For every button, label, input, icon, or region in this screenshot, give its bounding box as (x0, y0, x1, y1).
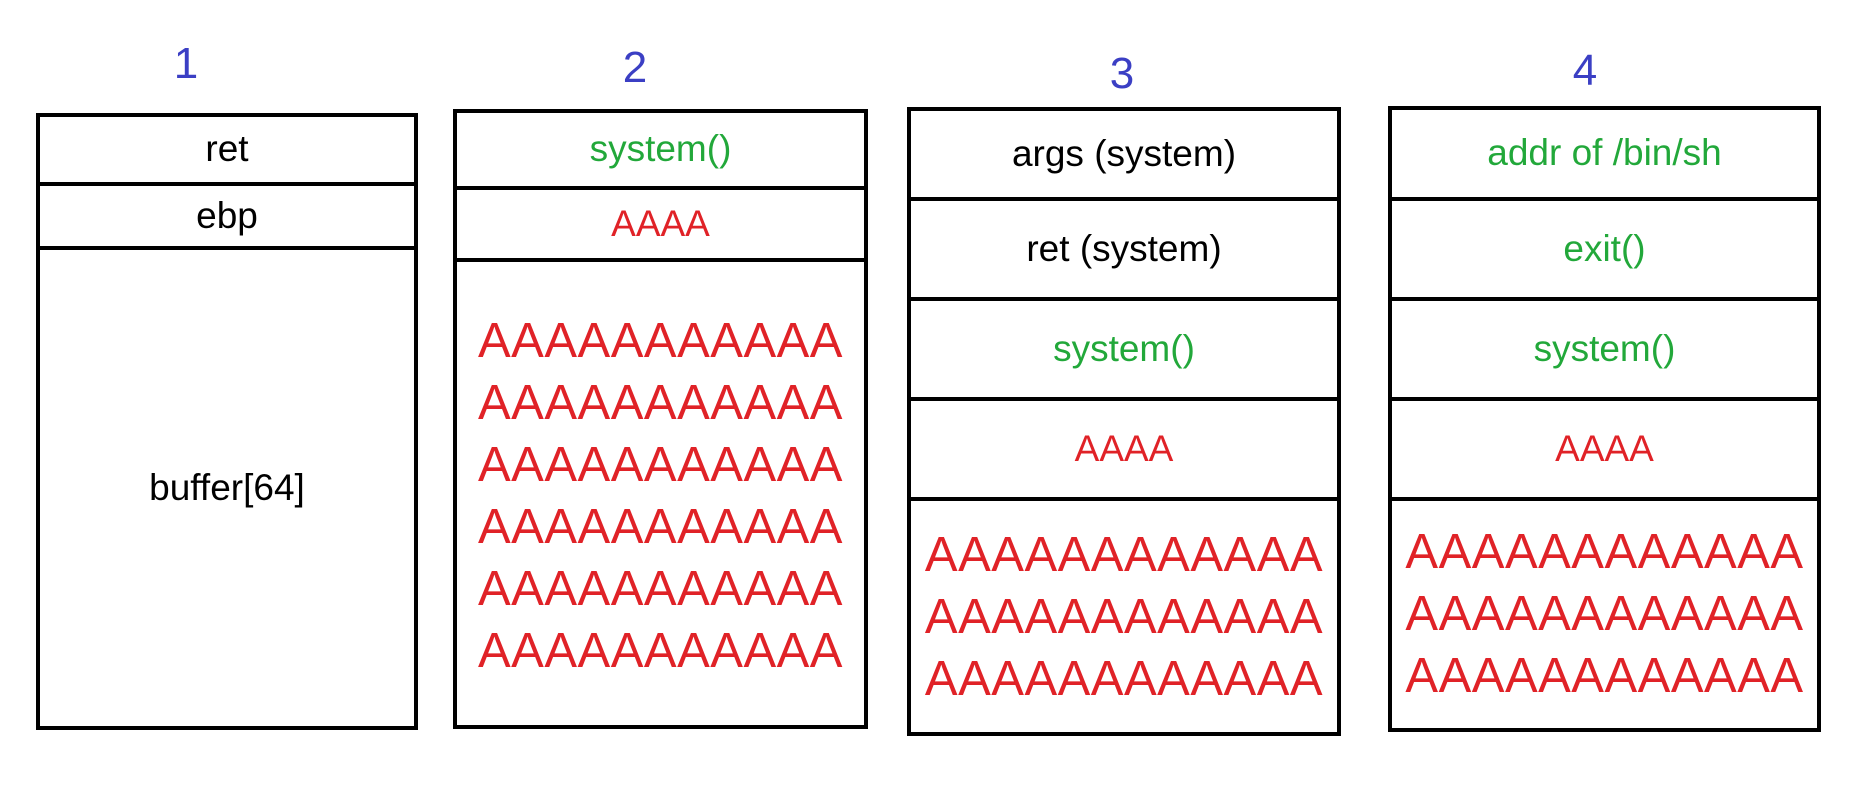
fill-line: AAAAAAAAAAA (477, 500, 843, 554)
stack-cell-saved-ebp-overwrite: AAAA (911, 401, 1337, 501)
cell-label: buffer[64] (149, 466, 305, 508)
stack-cell-buffer-overflow: AAAAAAAAAAA AAAAAAAAAAA AAAAAAAAAAA AAAA… (457, 262, 864, 725)
stack-cell-binsh-addr: addr of /bin/sh (1392, 110, 1817, 201)
stack-cell-system: system() (911, 301, 1337, 401)
fill-line: AAAAAAAAAAAA (1405, 649, 1804, 703)
cell-label: args (system) (1011, 132, 1237, 174)
stack-cell-buffer: buffer[64] (40, 250, 414, 726)
cell-label: ret (system) (1026, 227, 1222, 269)
cell-label: addr of /bin/sh (1487, 132, 1722, 174)
fill-line: AAAAAAAAAAA (477, 376, 843, 430)
stack-cell-ret: ret (system) (911, 201, 1337, 301)
cell-label: system() (589, 128, 732, 170)
stack-cell-ret: ret (40, 117, 414, 186)
cell-label: system() (1053, 327, 1195, 369)
fill-line: AAAAAAAAAAAA (1405, 587, 1804, 641)
stack-diagram-2: system() AAAA AAAAAAAAAAA AAAAAAAAAAA AA… (453, 109, 868, 729)
cell-label: AAAA (611, 202, 710, 244)
fill-line: AAAAAAAAAAA (477, 314, 843, 368)
stack-cell-system: system() (1392, 301, 1817, 401)
cell-label: ret (205, 128, 249, 170)
stack-cell-args: args (system) (911, 111, 1337, 201)
stack-diagram-1: ret ebp buffer[64] (36, 113, 418, 730)
fill-line: AAAAAAAAAAAA (1405, 525, 1804, 579)
stack-cell-system: system() (457, 113, 864, 190)
cell-label: exit() (1563, 227, 1646, 269)
stack-cell-saved-ebp-overwrite: AAAA (457, 190, 864, 262)
fill-line: AAAAAAAAAAA (477, 562, 843, 616)
stack-cell-exit: exit() (1392, 201, 1817, 301)
stack-diagram-4: addr of /bin/sh exit() system() AAAA AAA… (1388, 106, 1821, 732)
fill-line: AAAAAAAAAAAA (924, 527, 1324, 582)
cell-label: system() (1533, 327, 1676, 369)
fill-line: AAAAAAAAAAAA (924, 589, 1324, 644)
fill-line: AAAAAAAAAAA (477, 624, 843, 678)
stack-cell-buffer-overflow: AAAAAAAAAAAA AAAAAAAAAAAA AAAAAAAAAAAA (1392, 501, 1817, 728)
stack-cell-buffer-overflow: AAAAAAAAAAAA AAAAAAAAAAAA AAAAAAAAAAAA (911, 501, 1337, 732)
fill-line: AAAAAAAAAAA (477, 438, 843, 492)
fill-line: AAAAAAAAAAAA (924, 651, 1324, 706)
diagram-number: 3 (1109, 49, 1135, 98)
cell-label: ebp (196, 194, 258, 236)
stack-cell-ebp: ebp (40, 186, 414, 250)
diagram-number: 4 (1572, 46, 1598, 95)
cell-label: AAAA (1555, 427, 1654, 469)
stack-cell-saved-ebp-overwrite: AAAA (1392, 401, 1817, 501)
stack-diagram-3: args (system) ret (system) system() AAAA… (907, 107, 1341, 736)
diagram-number: 2 (622, 43, 648, 92)
diagram-number: 1 (173, 39, 199, 88)
cell-label: AAAA (1074, 427, 1174, 469)
